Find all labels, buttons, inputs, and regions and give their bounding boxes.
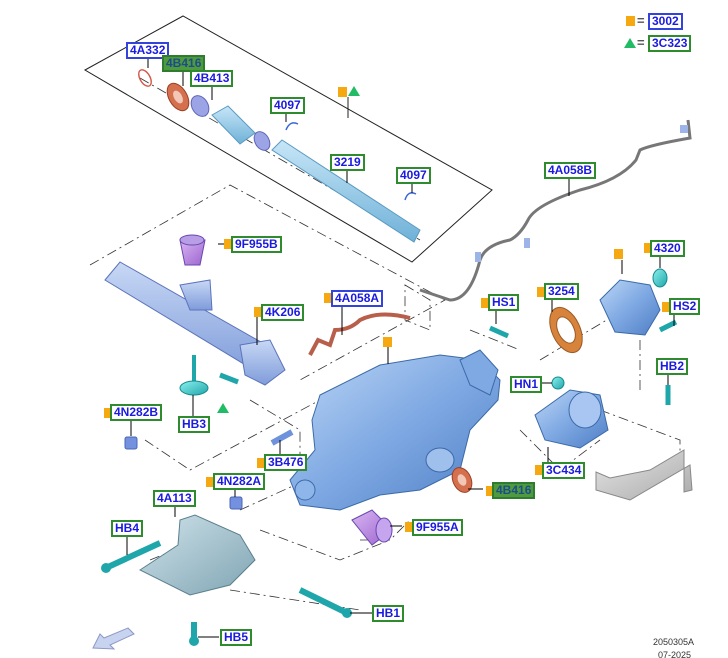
callout-HB2[interactable]: HB2 [656, 358, 689, 375]
part-4097-clip-b [404, 192, 417, 201]
part-4A332-oring [138, 69, 152, 87]
marker-square-icon [644, 243, 653, 253]
callout-4A058B[interactable]: 4A058B [544, 162, 597, 179]
callout-3B476[interactable]: 3B476 [264, 454, 308, 471]
part-HN1-nut [551, 376, 565, 390]
callout-4B413[interactable]: 4B413 [190, 70, 234, 87]
callout-4320[interactable]: 4320 [650, 240, 685, 257]
illustration-id: 2050305A [653, 637, 695, 647]
part-sleeve [211, 105, 256, 145]
part-HB3-bolt [179, 380, 209, 396]
output-housing-square-icon [614, 249, 623, 259]
legend-triangle-equals: = [637, 35, 645, 50]
marker-square-icon [405, 522, 414, 532]
part-3B476-sensor [270, 429, 294, 446]
marker-square-icon [254, 307, 263, 317]
marker-square-icon [662, 302, 671, 312]
callout-HB4[interactable]: HB4 [111, 520, 144, 537]
part-4N282B-bushing [124, 436, 138, 450]
part-4B413-bearing [190, 95, 210, 117]
callout-4B416-top[interactable]: 4B416 [162, 55, 206, 72]
legend-square-equals: = [637, 13, 645, 28]
marker-square-icon [104, 408, 113, 418]
callout-4K206[interactable]: 4K206 [261, 304, 305, 321]
legend-square-icon [626, 16, 635, 26]
group-frame-shaft [83, 15, 493, 263]
legend-square-part[interactable]: 3002 [648, 13, 683, 30]
marker-square-icon [224, 239, 233, 249]
callout-4B416-bottom[interactable]: 4B416 [492, 482, 536, 499]
marker-square-icon [257, 458, 266, 468]
callout-HB1[interactable]: HB1 [372, 605, 405, 622]
marker-square-icon [537, 287, 546, 297]
callout-4N282A[interactable]: 4N282A [213, 473, 266, 490]
callout-HS1[interactable]: HS1 [488, 294, 520, 311]
callout-HS2[interactable]: HS2 [669, 298, 701, 315]
part-4A058B-vent-tube [419, 119, 692, 302]
callout-4097-a[interactable]: 4097 [270, 97, 305, 114]
legend-triangle-part[interactable]: 3C323 [648, 35, 692, 52]
part-HB1-bolt [298, 587, 347, 615]
marker-square-icon [481, 298, 490, 308]
marker-triangle-icon [217, 403, 229, 413]
shaft-group-square-icon [338, 87, 347, 97]
marker-square-icon [535, 465, 544, 475]
leader-lines [126, 56, 675, 638]
callout-9F955B[interactable]: 9F955B [231, 236, 282, 253]
callout-HN1[interactable]: HN1 [510, 376, 543, 393]
marker-square-icon [206, 477, 215, 487]
callout-3254[interactable]: 3254 [544, 283, 579, 300]
illustration-date: 07-2025 [658, 650, 692, 658]
callout-4A332[interactable]: 4A332 [126, 42, 170, 59]
legend-triangle-icon [624, 38, 636, 48]
part-HS2-bolt [658, 319, 678, 333]
part-4320-flange-nut [652, 268, 668, 288]
part-HB4-bolt [106, 540, 162, 570]
part-output-housing [599, 279, 661, 336]
callout-3C434[interactable]: 3C434 [542, 462, 586, 479]
housing-square-icon [383, 337, 392, 347]
marker-square-icon [486, 486, 495, 496]
shaft-group-triangle-icon [348, 86, 360, 96]
part-4A113-bracket [139, 514, 256, 596]
part-HS1-bolt [488, 325, 510, 339]
callout-4A113[interactable]: 4A113 [153, 490, 196, 507]
part-bracket [595, 449, 693, 501]
callout-HB3[interactable]: HB3 [178, 416, 211, 433]
callout-4A058A[interactable]: 4A058A [331, 290, 384, 307]
part-4097-clip-a [285, 122, 299, 131]
callout-3219[interactable]: 3219 [330, 154, 365, 171]
marker-square-icon [324, 293, 333, 303]
callout-4N282B[interactable]: 4N282B [110, 404, 163, 421]
callout-4097-b[interactable]: 4097 [396, 167, 431, 184]
part-4N282A-bushing [229, 496, 243, 510]
part-4A058A-hose [308, 312, 411, 356]
front-direction-arrow-icon [92, 627, 135, 650]
part-3219-shaft [271, 139, 421, 243]
callout-9F955A[interactable]: 9F955A [412, 519, 463, 536]
callout-HB5[interactable]: HB5 [220, 629, 253, 646]
